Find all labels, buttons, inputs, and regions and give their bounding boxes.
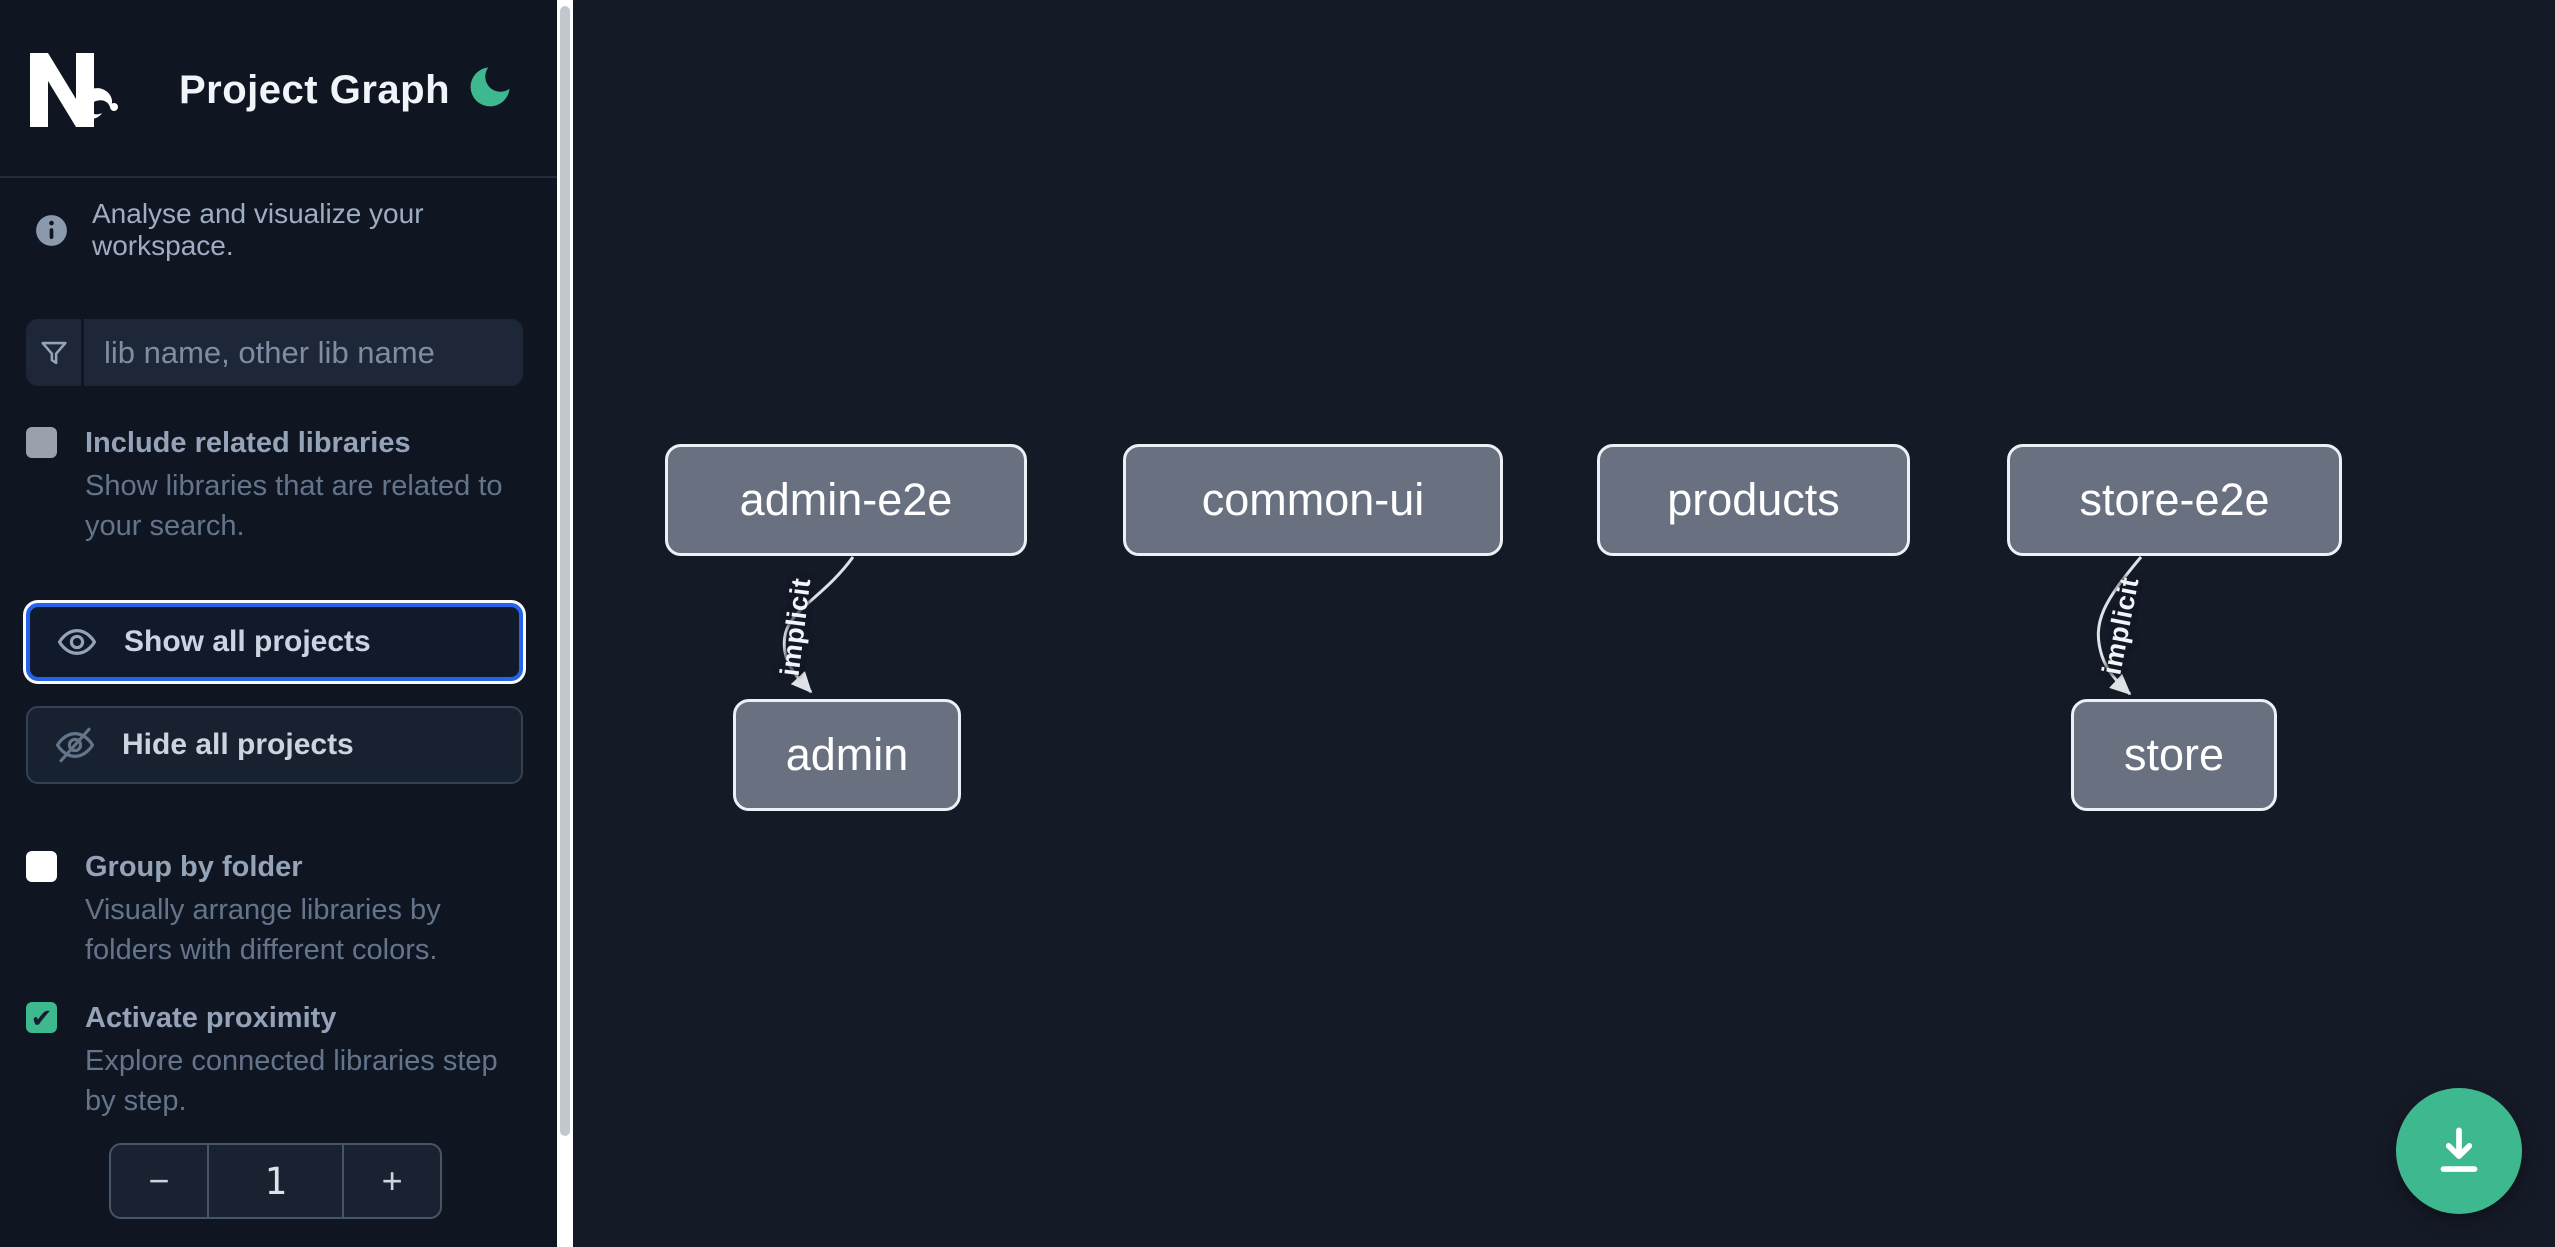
option-group-by-folder: Group by folder Visually arrange librari… [26, 849, 523, 970]
group-by-folder-label: Group by folder [85, 851, 303, 883]
sidebar-scrollbar[interactable] [557, 0, 573, 1247]
hide-all-projects-button[interactable]: Hide all projects [26, 706, 523, 784]
page-title: Project Graph [179, 68, 451, 112]
show-all-projects-label: Show all projects [124, 625, 371, 658]
include-related-checkbox[interactable] [26, 427, 57, 458]
node-admin[interactable]: admin [733, 699, 961, 811]
node-store-e2e[interactable]: store-e2e [2007, 444, 2342, 556]
group-by-folder-description: Visually arrange libraries by folders wi… [85, 894, 441, 966]
workspace-intro: Analyse and visualize your workspace. [33, 198, 557, 262]
group-by-folder-checkbox[interactable] [26, 851, 57, 882]
option-activate-proximity: ✔ Activate proximity Explore connected l… [26, 1000, 523, 1121]
proximity-value: 1 [206, 1145, 345, 1217]
proximity-increment-button[interactable]: + [344, 1145, 440, 1217]
include-related-label: Include related libraries [85, 427, 411, 459]
nx-logo-icon [26, 49, 122, 131]
activate-proximity-description: Explore connected libraries step by step… [85, 1045, 498, 1117]
include-related-description: Show libraries that are related to your … [85, 470, 503, 542]
sidebar-header: Project Graph [0, 0, 557, 178]
show-all-projects-button[interactable]: Show all projects [26, 603, 523, 681]
activate-proximity-label: Activate proximity [85, 1002, 337, 1034]
node-store[interactable]: store [2071, 699, 2277, 811]
hide-all-projects-label: Hide all projects [122, 728, 354, 761]
graph-edges [782, 556, 2143, 696]
filter-icon [26, 319, 84, 386]
eye-icon [56, 621, 98, 663]
proximity-stepper: − 1 + [109, 1143, 442, 1219]
proximity-decrement-button[interactable]: − [111, 1145, 207, 1217]
download-button[interactable] [2396, 1088, 2522, 1214]
info-icon [33, 212, 70, 249]
node-admin-e2e[interactable]: admin-e2e [665, 444, 1027, 556]
intro-text: Analyse and visualize your workspace. [92, 198, 424, 261]
sidebar: Project Graph Analyse and visualize your… [0, 0, 557, 1247]
moon-icon[interactable] [462, 60, 518, 116]
eye-off-icon [54, 724, 96, 766]
download-icon [2428, 1120, 2490, 1182]
node-products[interactable]: products [1597, 444, 1910, 556]
activate-proximity-checkbox[interactable]: ✔ [26, 1002, 57, 1033]
search-box [26, 319, 523, 386]
option-include-related-libraries: Include related libraries Show libraries… [26, 425, 523, 546]
node-common-ui[interactable]: common-ui [1123, 444, 1503, 556]
sidebar-scrollbar-thumb[interactable] [560, 6, 570, 1136]
search-input[interactable] [84, 319, 523, 386]
edge-label-implicit: implicit [2096, 574, 2145, 678]
edge-label-implicit: implicit [774, 576, 817, 678]
graph-canvas[interactable]: implicit implicit admin-e2e common-ui pr… [573, 0, 2555, 1247]
